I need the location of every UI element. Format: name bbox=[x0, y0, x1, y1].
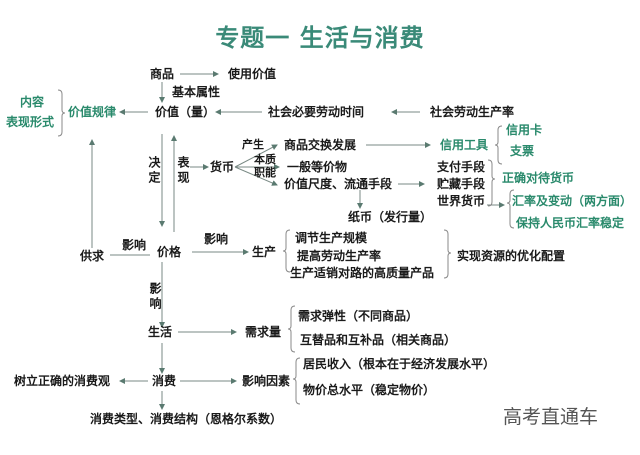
brace-factors bbox=[292, 357, 301, 405]
node-credit-tools: 信用工具 bbox=[440, 138, 489, 152]
node-keep-rmb: 保持人民币汇率稳定 bbox=[516, 216, 625, 230]
node-production: 生产 bbox=[252, 245, 277, 259]
node-measure-circ: 价值尺度、流通手段 bbox=[284, 177, 393, 191]
label-form: 表现形式 bbox=[6, 115, 55, 129]
node-use-value: 使用价值 bbox=[228, 67, 277, 81]
label-influence-1: 影响 bbox=[122, 238, 147, 252]
node-right-view: 树立正确的消费观 bbox=[14, 374, 111, 388]
node-exchange-rate: 汇率及变动（两方面） bbox=[512, 194, 633, 208]
node-raise-productivity: 提高劳动生产率 bbox=[297, 249, 382, 263]
arrow-money-origin bbox=[234, 144, 278, 168]
brace-credit bbox=[494, 125, 503, 165]
label-content: 内容 bbox=[20, 95, 45, 109]
node-price: 价格 bbox=[157, 245, 182, 259]
node-general-equiv: 一般等价物 bbox=[287, 160, 348, 174]
node-treat-money: 正确对待货币 bbox=[502, 171, 575, 185]
label-influence-2: 影响 bbox=[204, 232, 229, 246]
brace-production bbox=[282, 229, 291, 273]
node-world-money: 世界货币 bbox=[437, 194, 486, 208]
node-snlt: 社会必要劳动时间 bbox=[268, 105, 365, 119]
node-commodity: 商品 bbox=[150, 67, 175, 81]
label-function: 职能 bbox=[254, 166, 276, 179]
node-life: 生活 bbox=[148, 325, 173, 339]
node-payment: 支付手段 bbox=[437, 160, 486, 174]
node-supply-demand: 供求 bbox=[80, 249, 105, 263]
brace-demand bbox=[287, 305, 296, 353]
node-cheque: 支票 bbox=[510, 144, 535, 158]
node-quality-products: 生产适销对路的高质量产品 bbox=[290, 266, 435, 280]
label-origin: 产生 bbox=[242, 138, 264, 151]
node-money: 货币 bbox=[210, 160, 235, 174]
label-essence: 本质 bbox=[254, 153, 276, 166]
node-consumption: 消费 bbox=[152, 374, 177, 388]
node-price-level: 物价总水平（稳定物价） bbox=[303, 383, 436, 397]
node-types: 消费类型、消费结构（恩格尔系数） bbox=[90, 412, 283, 426]
node-social-productivity: 社会劳动生产率 bbox=[430, 105, 515, 119]
node-paper-money: 纸币（发行量） bbox=[348, 210, 433, 224]
node-value: 价值（量） bbox=[155, 105, 216, 119]
brace-functions bbox=[487, 159, 496, 207]
brace-rates bbox=[506, 189, 515, 229]
label-determine: 决定 bbox=[147, 156, 161, 186]
brace-optimize bbox=[443, 229, 452, 279]
brace-law-of-value bbox=[57, 89, 66, 137]
node-adjust-scale: 调节生产规模 bbox=[295, 231, 368, 245]
node-substitutes: 互替品和互补品（相关商品） bbox=[300, 333, 457, 347]
label-express: 表现 bbox=[176, 156, 190, 186]
node-elasticity: 需求弹性（不同商品） bbox=[298, 309, 419, 323]
node-factors: 影响因素 bbox=[242, 374, 291, 388]
node-income: 居民收入（根本在于经济发展水平） bbox=[303, 357, 496, 371]
watermark: 高考直通车 bbox=[503, 406, 599, 428]
node-credit-card: 信用卡 bbox=[506, 123, 543, 137]
node-exchange-dev: 商品交换发展 bbox=[284, 138, 357, 152]
node-law-of-value: 价值规律 bbox=[68, 105, 117, 119]
arrow-money-function bbox=[234, 166, 278, 186]
label-influence-3: 影响 bbox=[148, 282, 162, 312]
label-basic-attr: 基本属性 bbox=[172, 85, 221, 99]
page-title: 专题一 生活与消费 bbox=[215, 24, 425, 52]
node-demand: 需求量 bbox=[245, 325, 282, 339]
node-storage: 贮藏手段 bbox=[437, 177, 486, 191]
node-optimize: 实现资源的优化配置 bbox=[457, 249, 566, 263]
